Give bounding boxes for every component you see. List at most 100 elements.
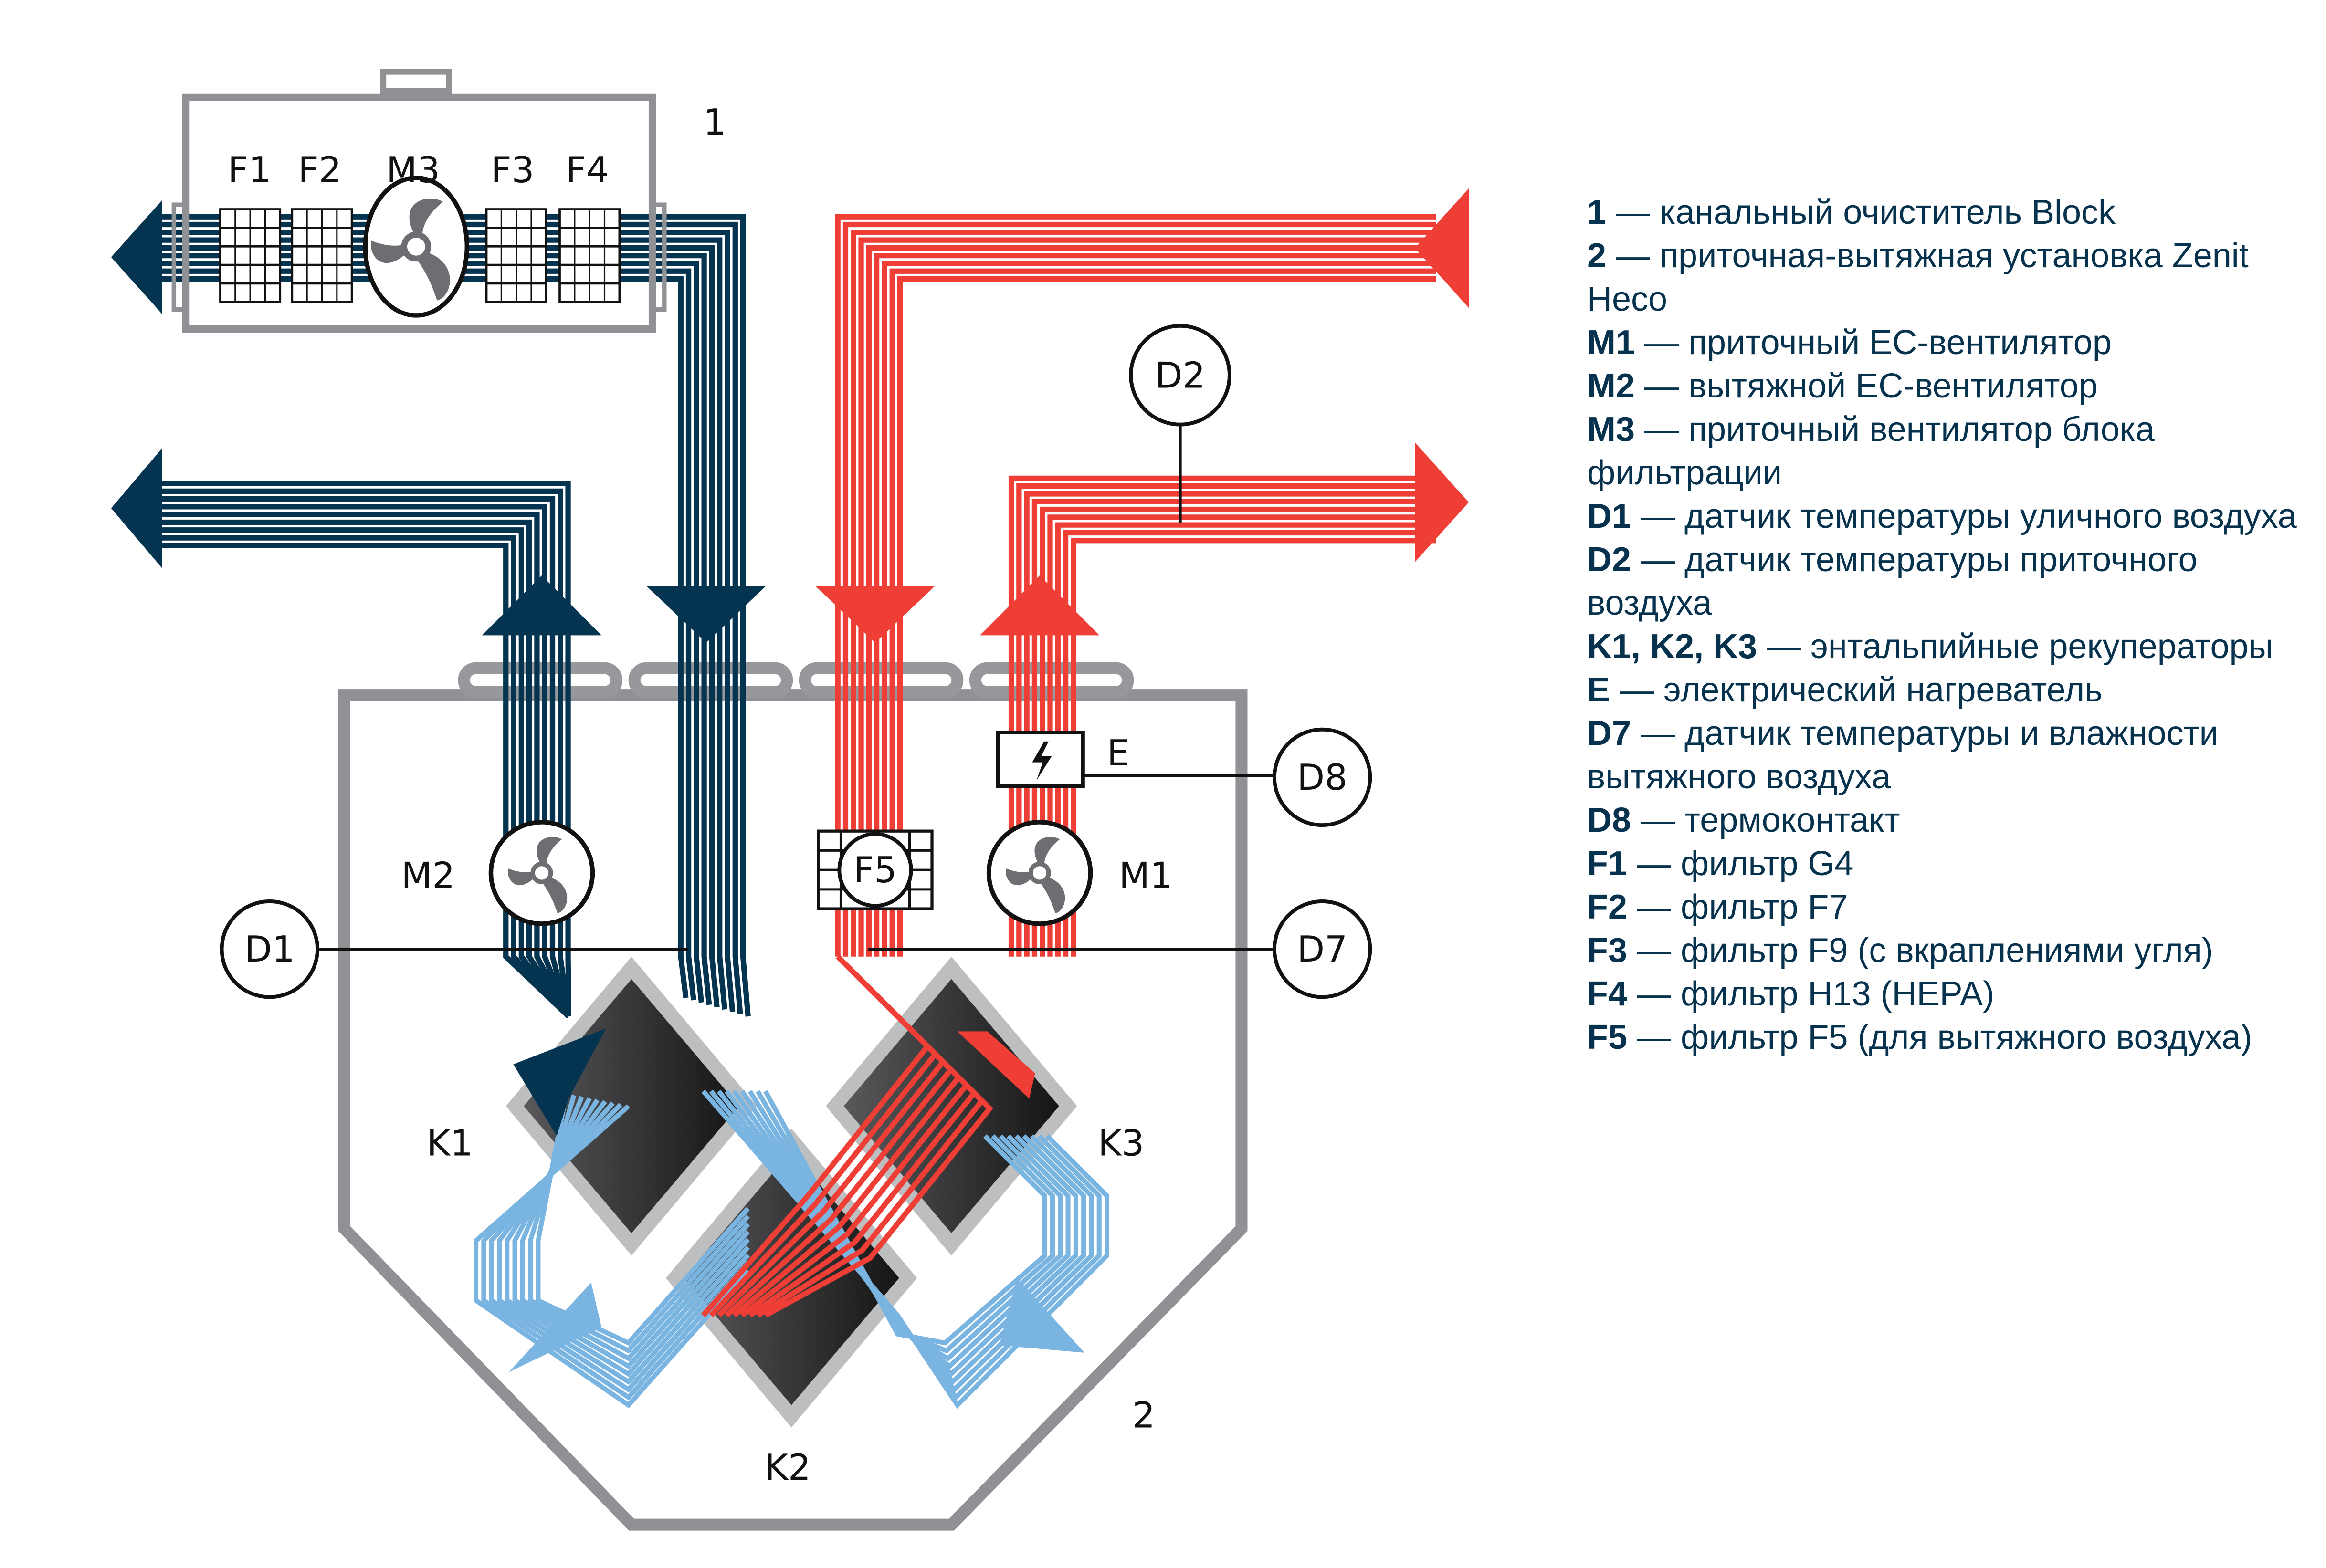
sensor-d2: D2 [1129, 324, 1231, 427]
legend-key: M3 [1587, 410, 1635, 449]
supply-line [842, 221, 1436, 957]
lightning-icon [1032, 741, 1052, 781]
block-purifier-unit [171, 69, 667, 333]
arrow-icon [1415, 442, 1469, 562]
m1-label: M1 [1119, 855, 1173, 897]
arrow-icon [513, 1028, 606, 1136]
legend-text: — датчик температуры и влажности вытяжно… [1587, 714, 2219, 796]
legend-text: — электрический нагреватель [1610, 671, 2103, 709]
k2-label: K2 [765, 1446, 811, 1488]
k3-label: K3 [1098, 1122, 1144, 1164]
outdoor-line [536, 1093, 750, 1346]
block-component-label: F3 [491, 149, 534, 191]
supply-line [889, 268, 1436, 957]
fan-m1 [986, 820, 1093, 926]
filter-grid-icon [558, 208, 621, 303]
legend-item: M1 — приточный EC-вентилятор [1587, 321, 2322, 365]
fan-m2 [488, 820, 595, 926]
arrow-icon [999, 1278, 1085, 1353]
legend-text: — датчик температуры приточного воздуха [1587, 541, 2198, 622]
arrow-icon [979, 575, 1100, 636]
d7-label: D7 [1297, 928, 1347, 970]
sensor-d1: D1 [220, 899, 319, 999]
supply-line [1071, 538, 1436, 957]
legend-item: D2 — датчик температуры приточного возду… [1587, 538, 2322, 625]
arrow-icon [957, 1031, 1035, 1099]
k1-label: K1 [427, 1122, 473, 1164]
legend-key: D1 [1587, 497, 1631, 535]
legend-key: D7 [1587, 714, 1631, 753]
supply-line [851, 230, 1436, 957]
supply-line [1008, 475, 1436, 957]
legend-key: E [1587, 671, 1610, 709]
legend-item: E — электрический нагреватель [1587, 669, 2322, 712]
supply-line [1055, 522, 1436, 957]
exhaust-line [157, 481, 571, 1017]
legend-key: M2 [1587, 367, 1635, 405]
exhaust-line [157, 496, 571, 1017]
legend-text: — фильтр F7 [1627, 888, 1848, 926]
legend-key: K1, K2, K3 [1587, 627, 1758, 666]
legend-item: F2 — фильтр F7 [1587, 886, 2322, 929]
arrow-icon [509, 1282, 602, 1372]
supply-line [858, 237, 1436, 957]
d2-label: D2 [1155, 354, 1206, 396]
d1-label: D1 [244, 928, 295, 970]
fan-m3 [363, 176, 470, 318]
exhaust-line [157, 543, 571, 1019]
legend-key: F4 [1587, 975, 1628, 1013]
arrow-icon [1415, 188, 1469, 308]
legend-key: F1 [1587, 845, 1628, 883]
supply-line [882, 261, 1436, 957]
legend-text: — вытяжной EC-вентилятор [1635, 367, 2098, 405]
unit-1-label: 1 [703, 101, 726, 143]
legend-item: 1 — канальный очиститель Block [1587, 191, 2322, 234]
legend-item: 2 — приточная-вытяжная установка Zenit H… [1587, 234, 2322, 321]
arrow-icon [111, 448, 162, 568]
supply-line [1063, 530, 1436, 957]
block-component-label: F4 [566, 149, 609, 191]
legend-item: D8 — термоконтакт [1587, 799, 2322, 842]
legend-text: — приточный вентилятор блока фильтрации [1587, 410, 2155, 492]
arrow-icon [111, 200, 162, 314]
fan-icon [371, 199, 450, 301]
supply-line [1031, 499, 1436, 957]
exhaust-line [157, 535, 571, 1018]
legend-text: — приточная-вытяжная установка Zenit Hec… [1587, 237, 2249, 318]
supply-line [866, 245, 1436, 957]
legend-item: D1 — датчик температуры уличного воздуха [1587, 495, 2322, 538]
filter-grid-icon [485, 208, 547, 303]
supply-line [835, 214, 1436, 957]
d8-label: D8 [1297, 756, 1347, 798]
legend-text: — приточный EC-вентилятор [1635, 324, 2112, 362]
arrow-icon [815, 585, 935, 643]
supply-line [874, 253, 1436, 957]
filter-f5: F5 [817, 829, 934, 910]
legend-item: M2 — вытяжной EC-вентилятор [1587, 365, 2322, 408]
legend-item: M3 — приточный вентилятор блока фильтрац… [1587, 408, 2322, 495]
sensor-d8: D8 [1272, 727, 1372, 827]
block-component-label: F2 [298, 149, 341, 191]
legend-item: F4 — фильтр H13 (HEPA) [1587, 972, 2322, 1016]
supply-line [1040, 506, 1436, 957]
legend-text: — фильтр G4 [1627, 845, 1854, 883]
legend-key: F2 [1587, 888, 1628, 926]
block-component-label: F1 [228, 149, 271, 191]
legend-item: F3 — фильтр F9 (с вкраплениями угля) [1587, 929, 2322, 972]
legend-key: M1 [1587, 324, 1635, 362]
legend-text: — датчик температуры уличного воздуха [1631, 497, 2297, 535]
legend-text: — канальный очиститель Block [1606, 193, 2116, 231]
arrow-icon [482, 575, 602, 636]
block-component-label: M3 [386, 149, 440, 191]
legend-text: — энтальпийные рекуператоры [1757, 627, 2273, 666]
exhaust-line [157, 512, 571, 1018]
supply-line [1024, 491, 1436, 957]
fan-icon [1005, 836, 1065, 913]
legend-item: K1, K2, K3 — энтальпийные рекуператоры [1587, 625, 2322, 669]
filter-grid-icon [219, 208, 282, 303]
exhaust-line [157, 527, 571, 1018]
flow-arrows [111, 188, 1469, 1372]
legend-text: — фильтр H13 (HEPA) [1627, 975, 1995, 1013]
